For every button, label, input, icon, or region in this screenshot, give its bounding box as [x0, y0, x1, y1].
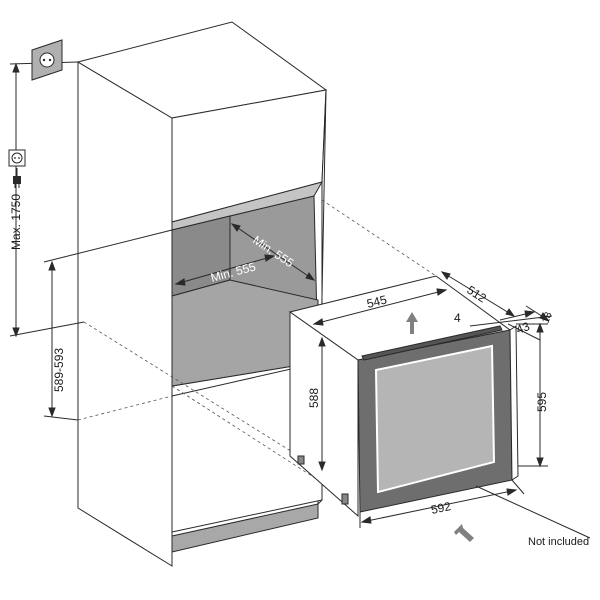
- dim-niche-height-top-tick: [43, 229, 173, 263]
- label-height-595: 595: [535, 392, 549, 412]
- appliance-dimensions: [312, 271, 591, 539]
- dim-niche-height-bottom-tick: [43, 415, 79, 421]
- guide-niche-top-right: [321, 199, 437, 277]
- dim-depth-545-line: [313, 289, 447, 325]
- dim-depth-545-arrow-right: [436, 288, 448, 296]
- dim-gap-ext-1: [469, 315, 553, 327]
- guide-niche-floor-right: [171, 385, 319, 481]
- dim-max-height-arrow-bottom: [12, 327, 20, 338]
- cabinet-left-side: [77, 61, 173, 567]
- dim-depth-512-arrow-right: [505, 308, 516, 317]
- appliance-handle: [361, 325, 503, 361]
- not-included-leader: [475, 485, 591, 539]
- appliance-foot-front: [341, 493, 349, 505]
- dim-width-592-arrow-left: [360, 516, 372, 524]
- niche-opening: [171, 181, 324, 387]
- dim-niche-width-arrow-left: [230, 223, 241, 232]
- dim-door-43-arrow: [524, 310, 536, 318]
- tall-cabinet: [76, 21, 328, 567]
- label-height-588: 588: [307, 388, 321, 408]
- dim-max-height-arrow-top: [12, 62, 20, 73]
- appliance-foot-back: [297, 455, 305, 465]
- guide-niche-floor-left: [83, 321, 319, 469]
- dim-niche-width-line: [231, 223, 315, 281]
- appliance-side: [289, 311, 359, 518]
- dim-height-595-arrow-bottom: [536, 457, 544, 468]
- dashed-guides: [77, 199, 437, 481]
- label-niche-height: 589-593: [52, 348, 66, 392]
- airflow-up-arrow-icon: [406, 312, 418, 334]
- label-door-43: 43: [514, 319, 532, 337]
- label-max-height: Max. 1750: [9, 194, 23, 250]
- airflow-in-arrow-icon: [454, 524, 474, 542]
- dim-depth-545-arrow-left: [312, 318, 324, 326]
- appliance-door-edge: [509, 325, 519, 481]
- label-width-592: 592: [430, 499, 453, 517]
- dim-niche-depth-line: [175, 255, 275, 285]
- dim-height-588-arrow-top: [318, 336, 326, 347]
- dim-height-595-arrow-top: [536, 322, 544, 333]
- dim-niche-height-arrow-bottom: [48, 407, 56, 418]
- dim-niche-width-arrow-right: [305, 272, 316, 281]
- cabinet-plinth: [171, 503, 319, 553]
- dim-niche-depth-arrow-left: [174, 278, 186, 286]
- label-handle-18: 18: [540, 310, 554, 325]
- niche-dimensions: [174, 223, 316, 286]
- dim-width-592-arrow-right: [506, 488, 518, 496]
- dim-height-588-arrow-bottom: [318, 461, 326, 472]
- dim-handle-18-arrow: [539, 312, 550, 321]
- dim-width-592-ext-right: [511, 479, 525, 495]
- guide-floor-back: [77, 395, 173, 421]
- power-plug-icon: [8, 149, 26, 188]
- appliance-glass: [374, 344, 496, 494]
- dim-niche-height-arrow-top: [48, 260, 56, 271]
- label-not-included: Not included: [528, 536, 589, 548]
- wall-socket-icon: [31, 39, 63, 81]
- dim-max-height-bottom-tick: [9, 321, 85, 337]
- niche-top: [171, 181, 324, 231]
- appliance: [288, 275, 519, 518]
- label-depth-545: 545: [365, 292, 388, 311]
- label-gap-4: 4: [454, 311, 461, 325]
- dim-depth-512-arrow-left: [440, 271, 451, 280]
- dim-niche-depth-arrow-right: [264, 254, 276, 262]
- dim-depth-512-line: [441, 271, 515, 317]
- dim-gap-ext-2: [507, 323, 541, 341]
- dim-width-592-line: [361, 489, 517, 523]
